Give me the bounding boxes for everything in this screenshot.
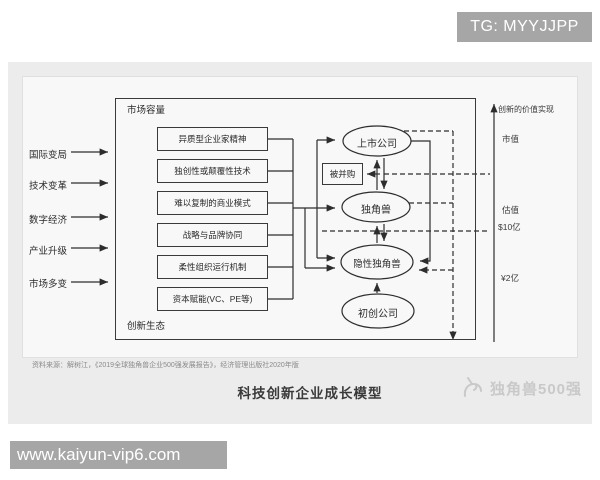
source-citation: 资料来源：解树江，《2019全球独角兽企业500强发展报告》，经济管理出版社20…	[32, 362, 299, 369]
capability-box: 独创性或颠覆性技术	[157, 159, 268, 183]
startup-label: 初创公司	[358, 309, 398, 320]
innovation-ecosystem-label: 创新生态	[127, 321, 166, 332]
capability-box: 战略与品牌协同	[157, 223, 268, 247]
capability-box: 异质型企业家精神	[157, 127, 268, 151]
innovation-container-rect	[115, 98, 476, 340]
factor-label: 产业升级	[29, 246, 68, 257]
unicorn-icon	[463, 377, 482, 397]
hidden-unicorn-ellipse	[340, 244, 414, 280]
site-watermark-badge: www.kaiyun-vip6.com	[10, 441, 227, 469]
capability-box: 柔性组织运行机制	[157, 255, 268, 279]
listed-company-ellipse	[342, 125, 412, 157]
merged-box: 被并购	[322, 163, 363, 185]
listed-company-label: 上市公司	[357, 139, 397, 150]
unicorn-500-logo-text: 独角兽500强	[490, 380, 583, 398]
market-value-label: 市值	[502, 134, 520, 144]
factor-label: 市场多变	[29, 279, 68, 290]
figure-title: 科技创新企业成长模型	[237, 386, 383, 401]
unicorn-ellipse	[341, 191, 411, 223]
startup-ellipse	[341, 293, 415, 329]
threshold-low-label: ¥2亿	[501, 273, 519, 283]
figure-background	[22, 76, 578, 358]
unicorn-label: 独角兽	[361, 205, 391, 216]
capability-box: 资本赋能(VC、PE等)	[157, 287, 268, 311]
unicorn-500-logo: 独角兽500强	[460, 376, 582, 400]
tg-watermark-badge: TG: MYYJJPP	[457, 12, 592, 42]
factor-label: 数字经济	[29, 215, 68, 226]
capability-box: 难以复制的商业模式	[157, 191, 268, 215]
factor-label: 技术变革	[29, 181, 68, 192]
market-capacity-label: 市场容量	[127, 105, 166, 116]
threshold-high-label: $10亿	[498, 222, 521, 232]
hidden-unicorn-label: 隐性独角兽	[353, 259, 401, 270]
factor-label: 国际变局	[29, 150, 68, 161]
valuation-label: 估值	[502, 205, 520, 215]
axis-top-label: 创新的价值实现	[498, 105, 554, 114]
